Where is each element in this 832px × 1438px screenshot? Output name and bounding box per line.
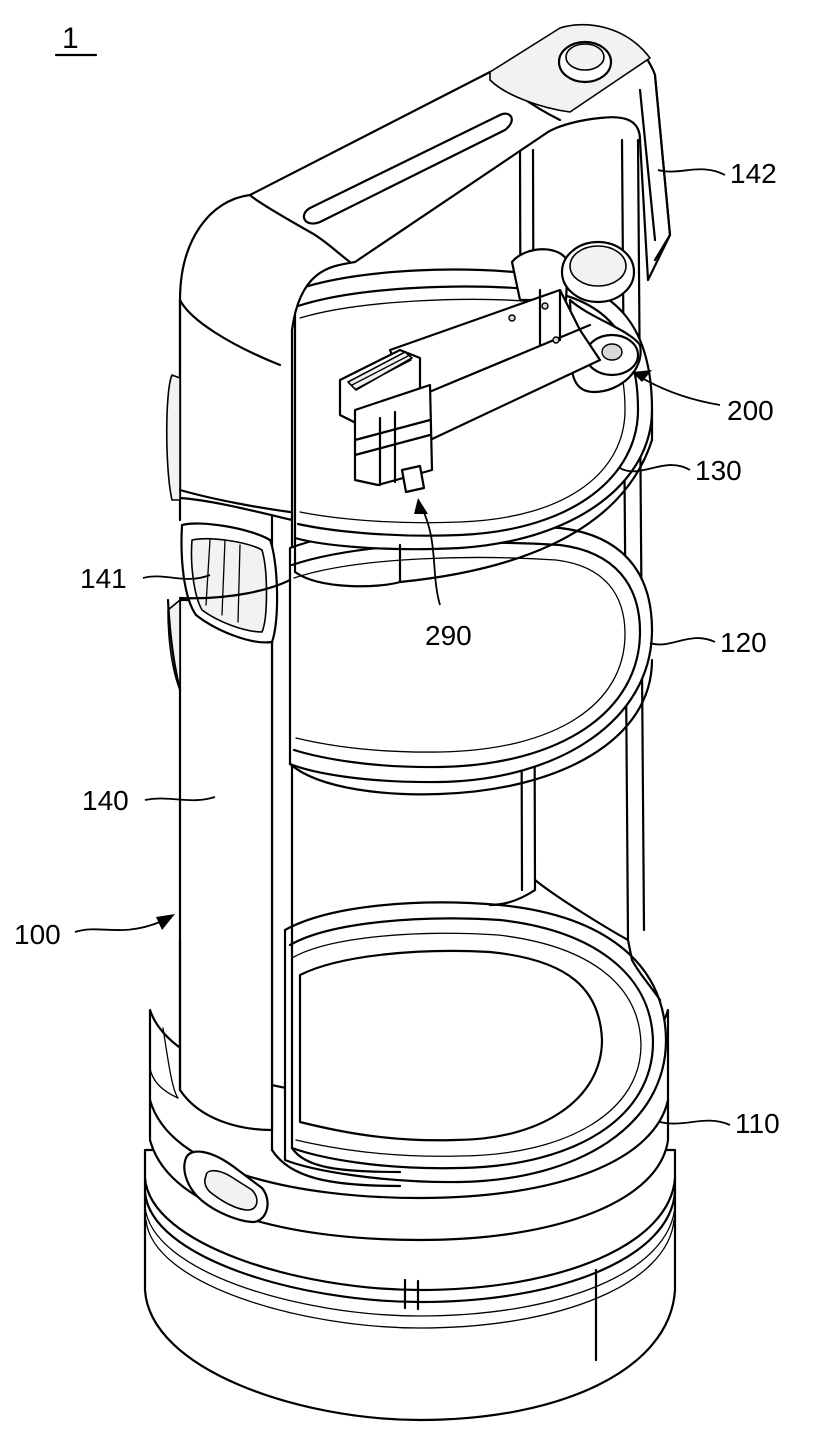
column-140 <box>168 600 272 1130</box>
label-110: 110 <box>735 1108 780 1139</box>
tray-120 <box>290 525 652 795</box>
leader-100 <box>75 922 160 932</box>
label-141: 141 <box>80 563 127 594</box>
base-basin <box>285 902 666 1182</box>
label-100: 100 <box>14 919 61 950</box>
figure-number: 1 <box>62 22 79 55</box>
leader-142 <box>658 169 725 175</box>
label-130: 130 <box>695 455 742 486</box>
label-140: 140 <box>82 785 129 816</box>
leader-110 <box>660 1121 730 1125</box>
leader-120 <box>650 638 715 644</box>
label-120: 120 <box>720 627 767 658</box>
label-142: 142 <box>730 158 777 189</box>
label-290: 290 <box>425 620 472 651</box>
arrow-100 <box>156 914 175 930</box>
label-200: 200 <box>727 395 774 426</box>
head-button <box>559 42 611 82</box>
